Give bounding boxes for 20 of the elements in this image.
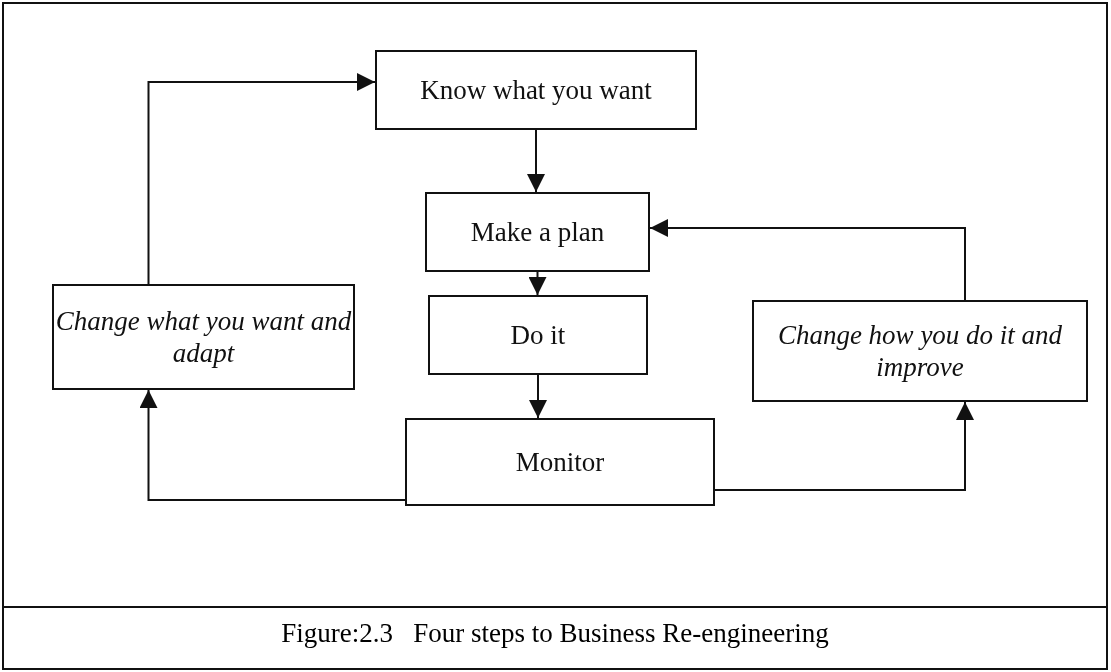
process-box: [52, 284, 355, 390]
step-label: Change how you do it and improve: [776, 318, 1064, 384]
arrow: [529, 374, 547, 419]
arrow: [139, 389, 406, 501]
step-label: Do it: [510, 318, 566, 352]
step-label: Make a plan: [470, 215, 605, 249]
process-box: [375, 50, 697, 130]
step-label: Monitor: [515, 445, 605, 479]
process-box: [425, 192, 650, 272]
arrow: [527, 129, 545, 193]
process-box: [752, 300, 1088, 402]
figure-caption: Figure:2.3 Four steps to Business Re-engineering: [280, 618, 830, 649]
arrow: [147, 73, 376, 285]
process-box: [405, 418, 715, 506]
step-label: Change what you want and adapt: [54, 304, 353, 370]
process-box: [428, 295, 648, 375]
step-label: Know what you want: [420, 73, 652, 107]
arrow: [714, 401, 974, 491]
arrow: [528, 271, 547, 296]
arrow: [649, 219, 966, 301]
